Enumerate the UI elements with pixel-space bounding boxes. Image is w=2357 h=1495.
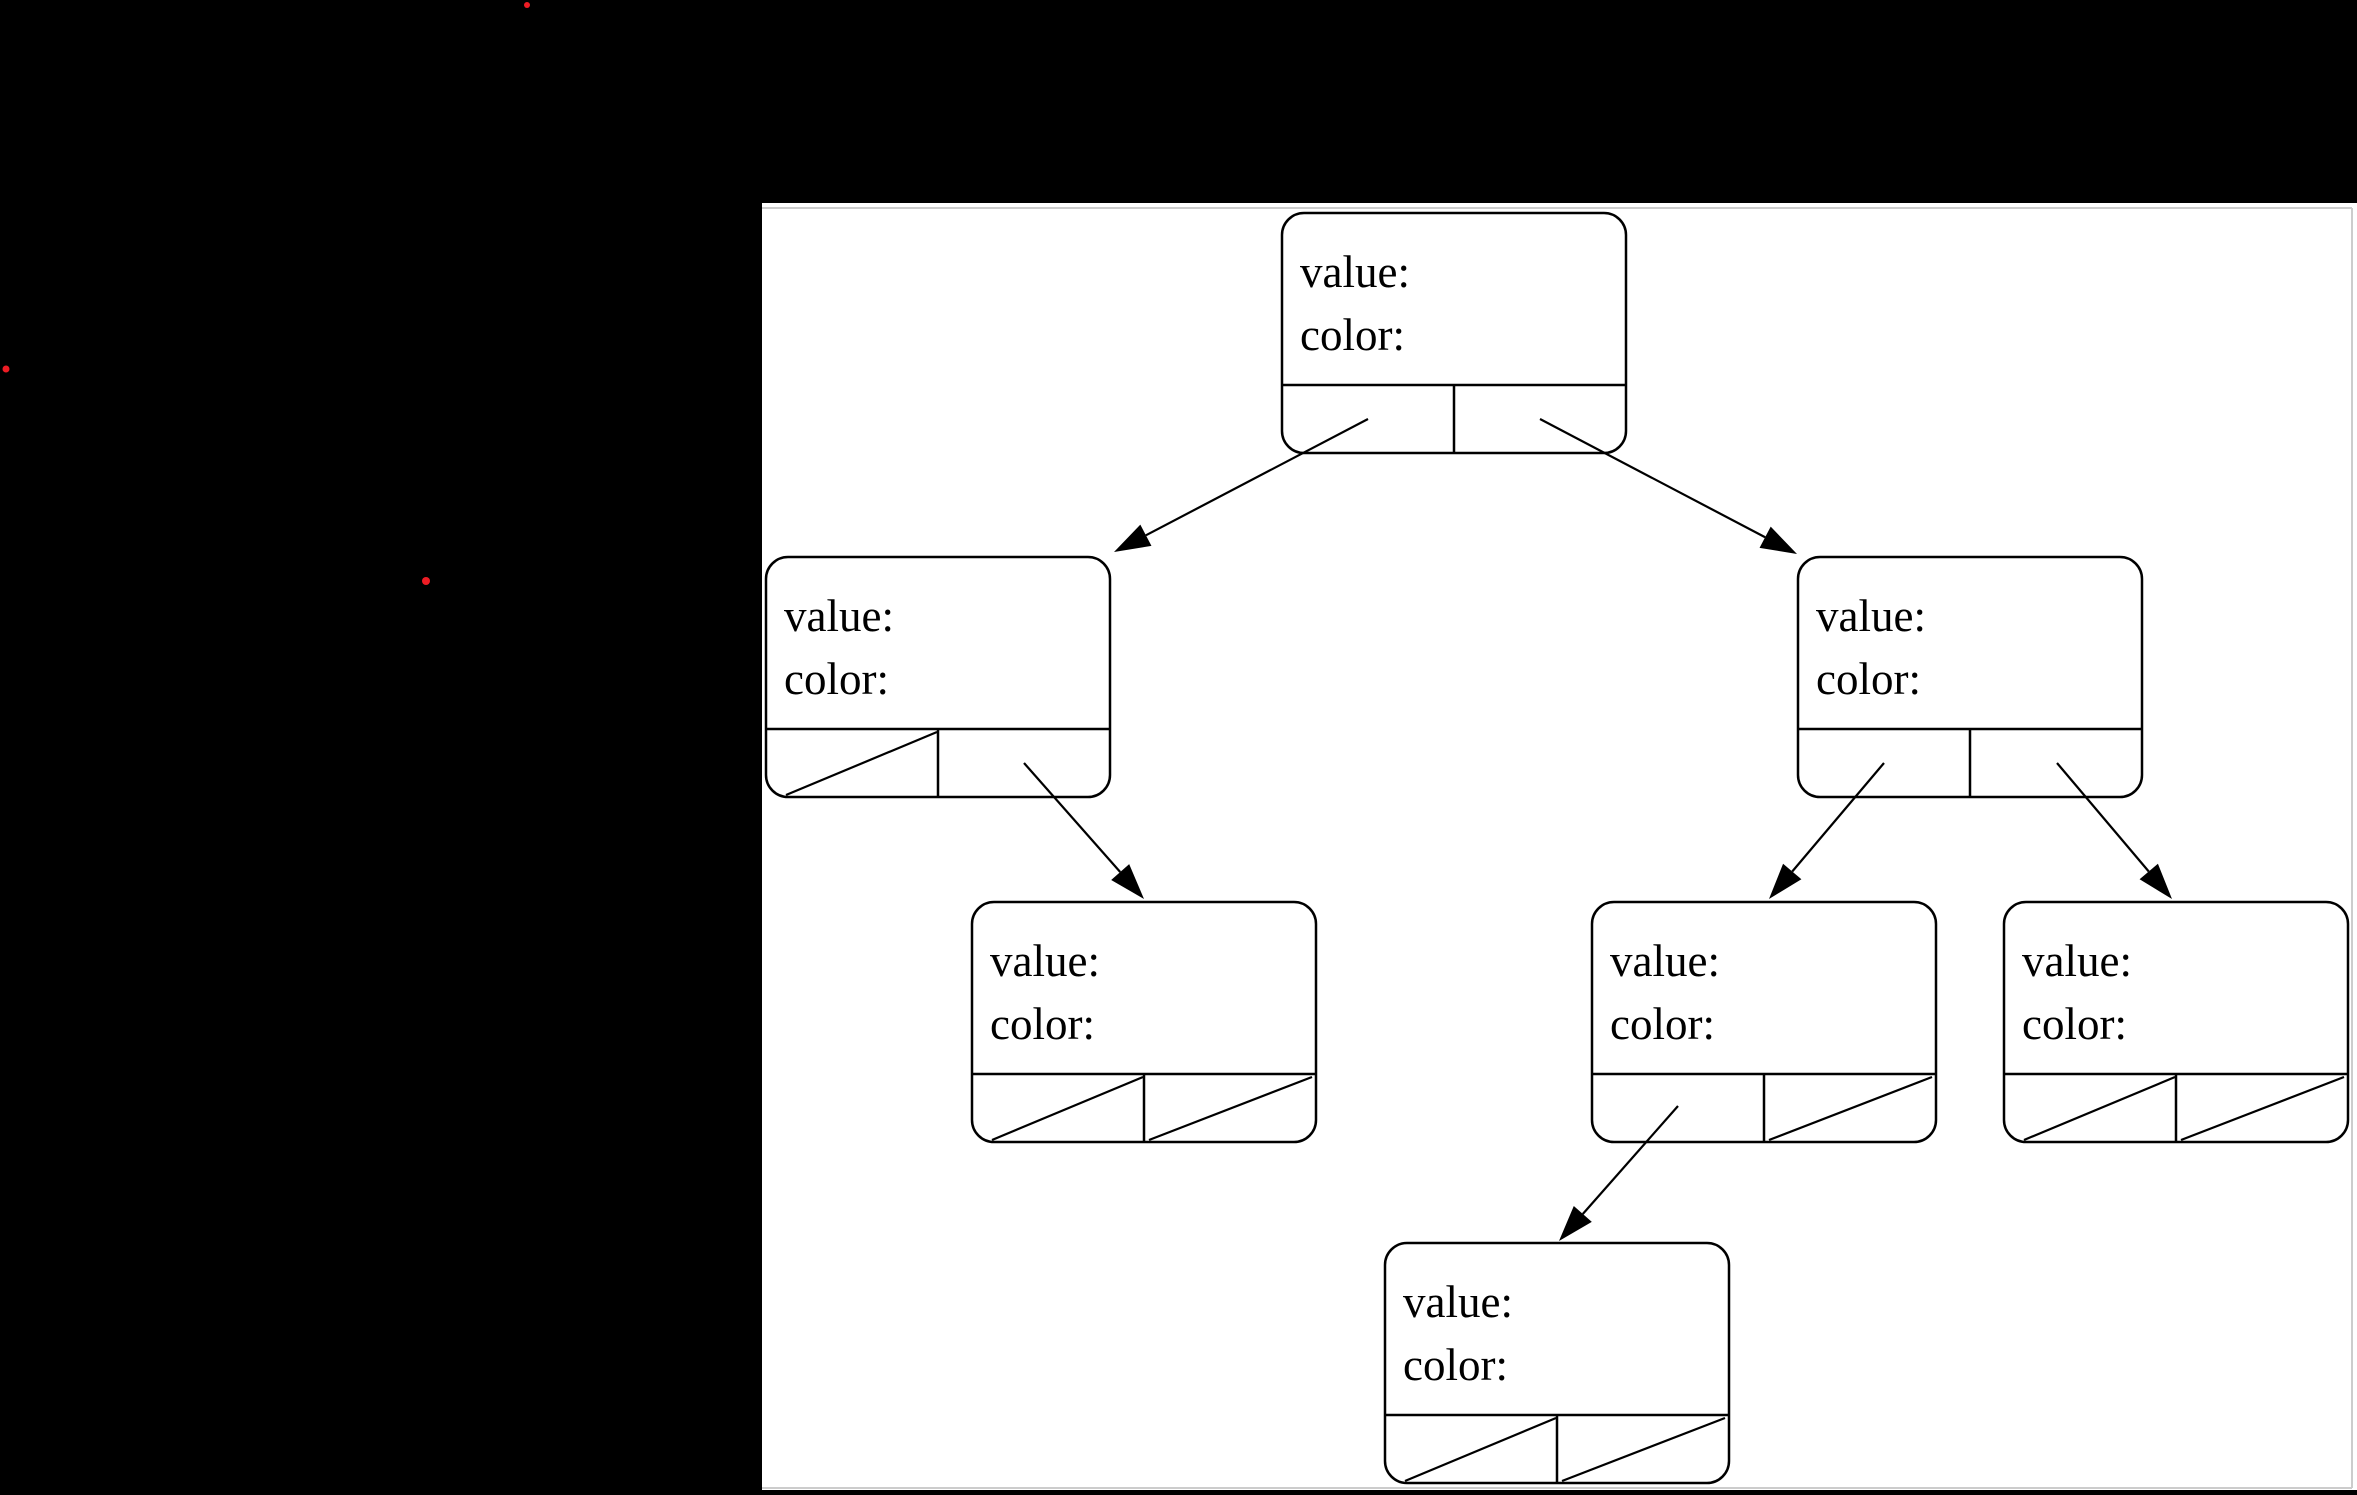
tree-node-right-left-grandchild: value: color: (1590, 900, 1938, 1144)
node-color-label: color: (1403, 1340, 1508, 1390)
node-value-label: value: (990, 936, 1100, 986)
red-dot-marker-3 (422, 577, 430, 585)
left-null-slash (2023, 1075, 2176, 1142)
child-pointer-arrow-5 (2056, 762, 2172, 899)
tree-node-great-grandchild: value: color: (1383, 1241, 1731, 1485)
node-value-label: value: (1403, 1277, 1513, 1327)
red-dot-marker-1 (524, 2, 530, 8)
node-color-label: color: (1610, 999, 1715, 1049)
left-null-slash (785, 730, 938, 797)
red-dot-marker-2 (2, 365, 10, 373)
arrowhead (2139, 863, 2172, 899)
child-pointer-arrow-2 (1539, 418, 1797, 554)
arrowhead (1111, 864, 1144, 899)
child-pointer-arrow-1 (1114, 418, 1369, 552)
left-null-slash (991, 1075, 1144, 1142)
tree-node-left-right-grandchild: value: color: (970, 900, 1318, 1144)
arrow-shaft (1145, 418, 1369, 537)
arrowhead (1759, 526, 1797, 554)
arrowhead (1114, 524, 1152, 552)
right-null-slash (1561, 1416, 1726, 1483)
arrow-shaft (1539, 418, 1766, 539)
arrow-shaft (2056, 762, 2150, 873)
node-value-label: value: (1610, 936, 1720, 986)
child-pointer-arrow-4 (1769, 762, 1885, 899)
right-null-slash (2180, 1075, 2345, 1142)
node-color-label: color: (2022, 999, 2127, 1049)
tree-node-right-child: value: color: (1796, 555, 2144, 799)
arrow-shaft (1791, 762, 1885, 873)
node-value-label: value: (2022, 936, 2132, 986)
node-color-label: color: (990, 999, 1095, 1049)
arrow-shaft (1581, 1105, 1679, 1215)
arrowhead (1769, 863, 1802, 899)
arrowhead (1559, 1206, 1592, 1241)
left-null-slash (1404, 1416, 1557, 1483)
tree-node-root: value: color: (1280, 211, 1628, 455)
node-color-label: color: (1816, 654, 1921, 704)
arrow-shaft (1023, 762, 1122, 873)
node-value-label: value: (1300, 247, 1410, 297)
node-color-label: color: (784, 654, 889, 704)
child-pointer-arrow-6 (1559, 1105, 1679, 1241)
node-color-label: color: (1300, 310, 1405, 360)
node-value-label: value: (1816, 591, 1926, 641)
right-null-slash (1148, 1075, 1313, 1142)
child-pointer-arrow-3 (1023, 762, 1144, 899)
node-value-label: value: (784, 591, 894, 641)
right-null-slash (1768, 1075, 1933, 1142)
tree-node-left-child: value: color: (764, 555, 1112, 799)
tree-node-right-right-grandchild: value: color: (2002, 900, 2350, 1144)
